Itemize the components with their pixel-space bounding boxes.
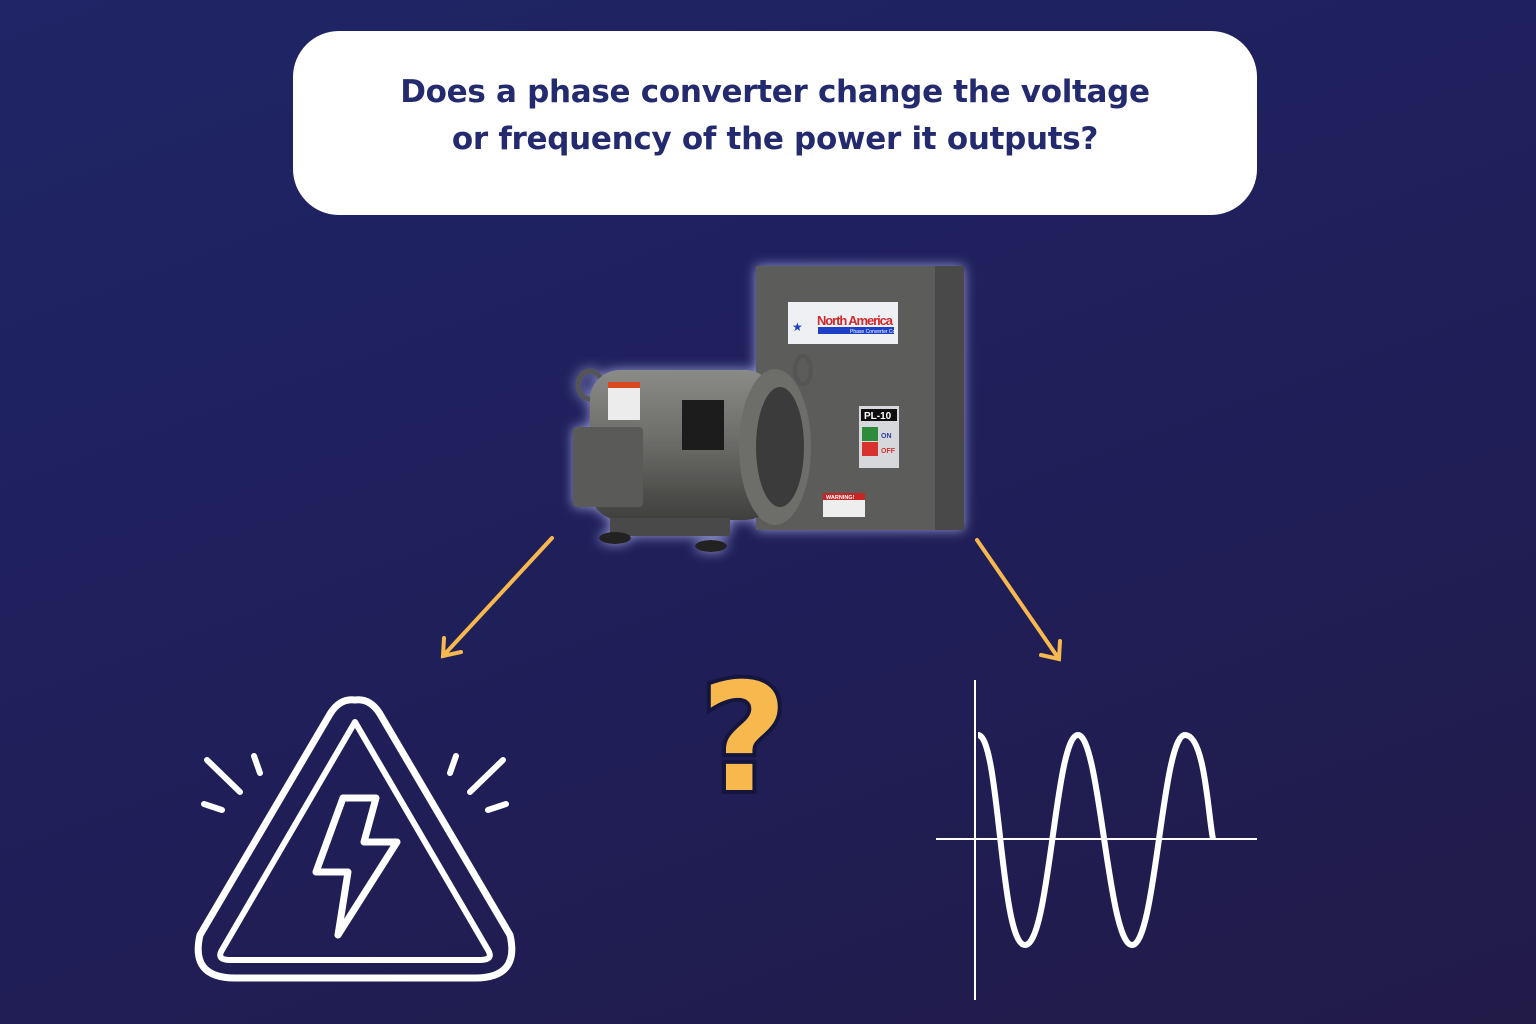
brand-sub: Phase Converter Co. bbox=[850, 329, 897, 335]
svg-text:WARNING!: WARNING! bbox=[826, 495, 855, 501]
brand-plate bbox=[788, 302, 898, 344]
svg-text:?: ? bbox=[700, 652, 787, 826]
arrow-down-right-icon bbox=[975, 538, 1062, 662]
on-button bbox=[862, 427, 878, 441]
sine-wave-icon bbox=[936, 680, 1257, 1000]
title-line-2: or frequency of the power it outputs? bbox=[451, 121, 1099, 157]
phase-converter-image: ★ North America Phase Converter Co. PL-1… bbox=[573, 266, 964, 552]
svg-text:OFF: OFF bbox=[881, 448, 896, 455]
high-voltage-warning-icon bbox=[194, 696, 516, 982]
title-line-1: Does a phase converter change the voltag… bbox=[400, 74, 1150, 110]
svg-text:★: ★ bbox=[792, 320, 803, 334]
off-button bbox=[862, 442, 878, 456]
model-label: PL-10 bbox=[864, 411, 892, 422]
question-mark-icon: ? bbox=[696, 648, 791, 830]
arrow-down-left-icon bbox=[440, 536, 554, 659]
sine-curve bbox=[976, 731, 1216, 949]
brand-name: North America bbox=[817, 313, 894, 328]
question-card: Does a phase converter change the voltag… bbox=[293, 31, 1257, 215]
svg-text:ON: ON bbox=[881, 433, 892, 440]
